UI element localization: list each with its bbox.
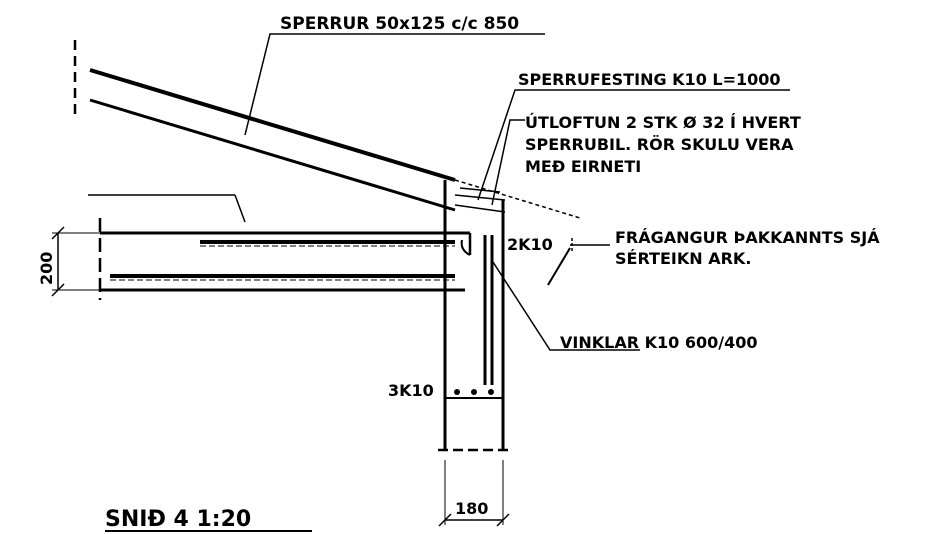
- wall-thickness-label: 180: [455, 499, 488, 518]
- leader-lines: [244, 33, 790, 351]
- bars-2k10-label: 2K10: [507, 235, 553, 254]
- section-title: SNIÐ 4 1:20: [105, 507, 251, 532]
- roof-edge-label-line1: FRÁGANGUR ÞAKKANNTS SJÁ: [615, 228, 880, 247]
- rafters-label: SPERRUR 50x125 c/c 850: [280, 14, 519, 34]
- wall-dimension: [438, 460, 510, 527]
- slab-thickness-label: 200: [37, 252, 56, 285]
- ventilation-label-line2: SPERRUBIL. RÖR SKULU VERA: [525, 135, 794, 154]
- concrete-wall: [438, 180, 512, 452]
- rafter-fixing-label: SPERRUFESTING K10 L=1000: [518, 70, 781, 89]
- bars-3k10-label: 3K10: [388, 381, 434, 400]
- slab-dimension: [51, 226, 100, 297]
- angles-label: VINKLAR K10 600/400: [560, 333, 757, 352]
- concrete-slab: [88, 194, 472, 300]
- rafter: [73, 40, 581, 219]
- roof-edge-label-line2: SÉRTEIKN ARK.: [615, 249, 751, 268]
- ventilation-label-line3: MEÐ EIRNETI: [525, 157, 641, 176]
- ventilation-label-line1: ÚTLOFTUN 2 STK Ø 32 Í HVERT: [525, 113, 801, 132]
